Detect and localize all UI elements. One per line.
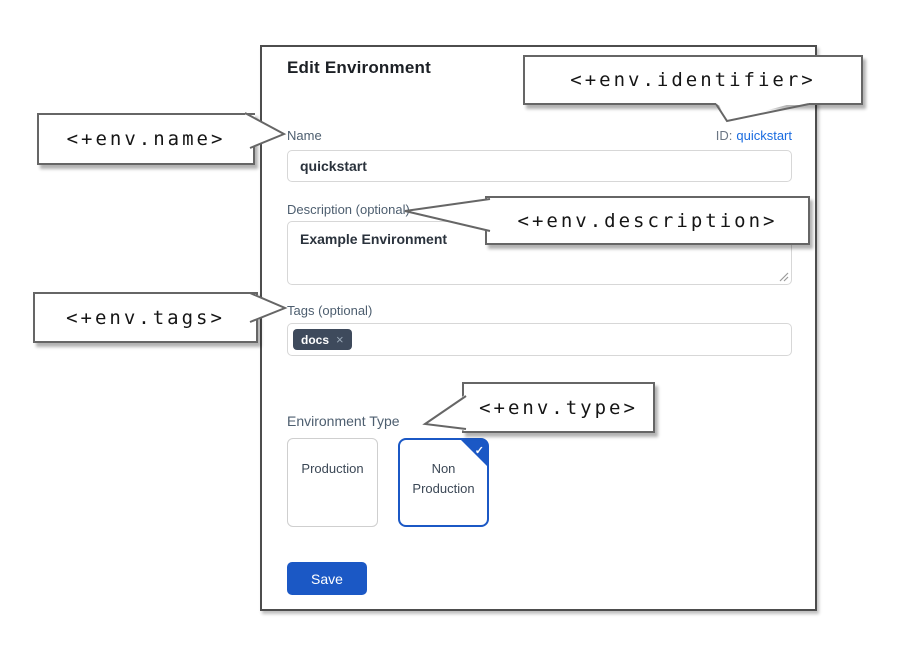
selected-corner-fold bbox=[460, 439, 488, 467]
annotation-env-name: <+env.name> bbox=[37, 113, 255, 165]
annotation-env-description: <+env.description> bbox=[485, 196, 810, 245]
env-type-card-production[interactable]: Production bbox=[287, 438, 378, 527]
tag-chip-label: docs bbox=[301, 332, 330, 347]
tag-chip: docs × bbox=[293, 329, 352, 350]
annotation-env-type: <+env.type> bbox=[462, 382, 655, 433]
environment-type-options: Production Non Production ✓ bbox=[287, 438, 489, 527]
id-value-link[interactable]: quickstart bbox=[736, 128, 792, 143]
annotation-env-tags: <+env.tags> bbox=[33, 292, 258, 343]
dialog-title: Edit Environment bbox=[287, 58, 431, 77]
name-input[interactable]: quickstart bbox=[287, 150, 792, 182]
env-type-card-non-production[interactable]: Non Production ✓ bbox=[398, 438, 489, 527]
annotation-env-identifier: <+env.identifier> bbox=[523, 55, 863, 105]
name-label: Name bbox=[287, 128, 322, 143]
save-button[interactable]: Save bbox=[287, 562, 367, 595]
description-value: Example Environment bbox=[300, 231, 448, 247]
env-type-card-label: Production bbox=[301, 461, 364, 476]
edit-environment-dialog: Edit Environment Name ID:quickstart quic… bbox=[260, 45, 817, 611]
name-row: Name ID:quickstart bbox=[287, 128, 792, 143]
environment-type-label: Environment Type bbox=[287, 413, 400, 429]
description-label: Description (optional) bbox=[287, 202, 410, 217]
id-label: ID: bbox=[715, 128, 733, 143]
resize-grip-icon[interactable] bbox=[779, 272, 789, 282]
identifier-display: ID:quickstart bbox=[716, 128, 792, 143]
env-type-card-label: Non Production bbox=[412, 461, 475, 496]
check-icon: ✓ bbox=[474, 445, 484, 457]
remove-tag-icon[interactable]: × bbox=[336, 332, 344, 347]
tags-label: Tags (optional) bbox=[287, 303, 373, 318]
tags-input[interactable]: docs × bbox=[287, 323, 792, 356]
